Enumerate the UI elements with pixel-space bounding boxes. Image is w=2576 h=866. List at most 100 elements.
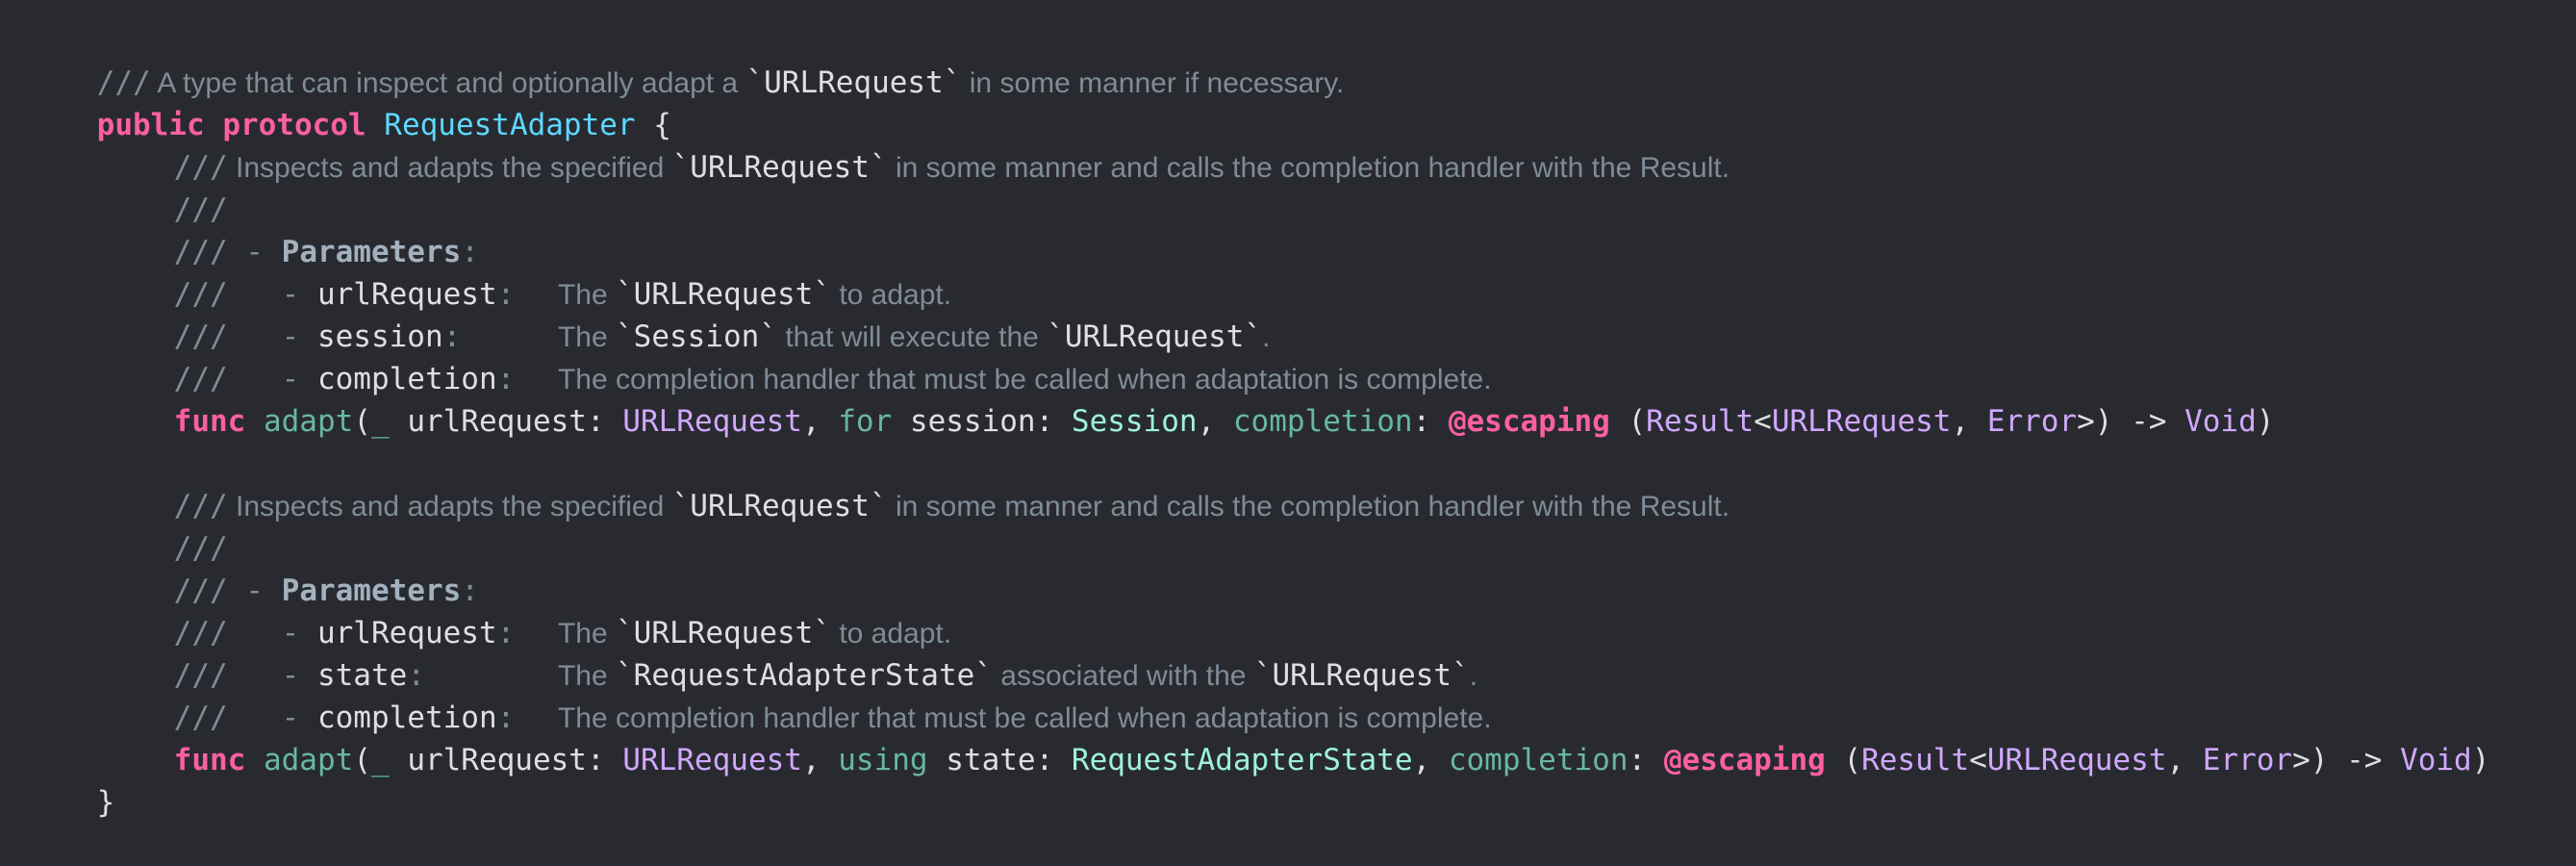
doc-inline-code: `URLRequest` [1047, 319, 1263, 354]
code-line-13[interactable]: /// - Parameters: [25, 527, 2576, 608]
doc-comment-marker: /// [173, 700, 228, 735]
doc-comment-text: The [557, 660, 617, 692]
code-line-12[interactable]: /// [25, 485, 2576, 566]
doc-list-dash: - [245, 277, 317, 312]
doc-comment-marker: /// [173, 235, 228, 269]
doc-comment-text: in some manner if necessary. [961, 67, 1345, 99]
doc-comment-marker: /// [173, 150, 228, 185]
argument-label: completion [1448, 743, 1629, 777]
function-name: adapt [263, 404, 354, 439]
code-line-7[interactable]: /// - session: The `Session` that will ex… [25, 273, 2576, 354]
code-line-4[interactable]: /// [25, 146, 2576, 227]
doc-inline-code: `URLRequest` [671, 489, 888, 523]
doc-colon: : [461, 235, 479, 269]
doc-comment-text: that will execute the [777, 321, 1048, 353]
keyword-public: public [96, 108, 205, 142]
keyword-func: func [173, 743, 246, 777]
doc-comment-text: A type that can inspect and optionally a… [157, 67, 746, 99]
doc-inline-code: `URLRequest` [616, 616, 831, 650]
doc-comment-text: The completion handler that must be call… [557, 702, 1492, 734]
protocol-name: RequestAdapter [384, 108, 636, 142]
doc-list-dash: - [245, 700, 317, 735]
code-line-6[interactable]: /// - urlRequest: The `URLRequest` to ada… [25, 231, 2576, 312]
doc-comment-marker: /// [173, 362, 228, 396]
doc-inline-code: `URLRequest` [616, 277, 831, 312]
type-reference: URLRequest [1986, 743, 2167, 777]
doc-comment-text: to adapt. [830, 618, 952, 650]
doc-colon: : [461, 573, 479, 608]
doc-inline-code: `Session` [616, 319, 777, 354]
doc-comment-text: Inspects and adapts the specified [236, 491, 672, 522]
type-reference: Session [1071, 404, 1198, 439]
code-line-1[interactable]: /// A type that can inspect and optional… [25, 19, 2576, 100]
doc-comment-marker: /// [173, 616, 228, 650]
doc-list-dash: - [245, 658, 317, 693]
keyword-func: func [173, 404, 246, 439]
close-brace: } [96, 785, 115, 820]
argument-label: using [838, 743, 928, 777]
doc-comment-marker: /// [96, 65, 151, 100]
doc-comment-marker: /// [173, 319, 228, 354]
code-line-11[interactable]: /// Inspects and adapts the specified `U… [25, 443, 2576, 523]
doc-inline-code: `URLRequest` [1253, 658, 1470, 693]
doc-comment-text: . [1262, 321, 1271, 353]
doc-inline-code: `URLRequest` [671, 150, 888, 185]
code-line-8[interactable]: /// - completion:The completion handler … [25, 316, 2576, 396]
code-line-9[interactable]: func adapt(_ urlRequest: URLRequest, for… [173, 404, 2275, 439]
type-reference: URLRequest [1771, 404, 1952, 439]
argument-label: for [838, 404, 893, 439]
doc-comment-text: Inspects and adapts the specified [236, 152, 672, 184]
doc-list-dash: - [245, 362, 317, 396]
type-reference: URLRequest [622, 743, 802, 777]
open-brace: { [653, 108, 671, 142]
code-line-17[interactable]: func adapt(_ urlRequest: URLRequest, usi… [173, 743, 2490, 777]
doc-comment-text: in some manner and calls the completion … [887, 491, 1730, 522]
keyword-protocol: protocol [222, 108, 366, 142]
doc-param-name: completion: [316, 362, 516, 396]
type-reference: Void [2185, 404, 2257, 439]
type-reference: Error [1986, 404, 2078, 439]
doc-list-dash: - [245, 319, 317, 354]
doc-inline-code: `RequestAdapterState` [616, 658, 993, 693]
doc-comment-marker: /// [173, 277, 228, 312]
doc-comment-text: to adapt. [830, 279, 952, 311]
function-name: adapt [263, 743, 354, 777]
attribute-escaping: @escaping [1663, 743, 1826, 777]
type-reference: Void [2400, 743, 2472, 777]
doc-comment-marker: /// [173, 658, 228, 693]
doc-param-name: urlRequest: [316, 616, 516, 650]
doc-comment-text: associated with the [992, 660, 1254, 692]
code-line-5[interactable]: /// - Parameters: [25, 189, 2576, 269]
doc-param-name: session: [316, 319, 462, 354]
attribute-escaping: @escaping [1448, 404, 1610, 439]
doc-inline-code: `URLRequest` [745, 65, 962, 100]
doc-comment-marker: /// [173, 531, 228, 566]
doc-comment-text: The [557, 321, 617, 353]
code-line-2[interactable]: public protocol RequestAdapter { [25, 62, 2576, 142]
doc-list-dash: - [245, 235, 282, 269]
doc-comment-text: The [557, 279, 617, 311]
doc-comment-text: in some manner and calls the completion … [887, 152, 1730, 184]
code-line-14[interactable]: /// - urlRequest: The `URLRequest` to ada… [25, 570, 2576, 650]
doc-list-dash: - [245, 573, 282, 608]
code-line-15[interactable]: /// - state: The `RequestAdapterState` as… [25, 612, 2576, 693]
doc-comment-text: The [557, 618, 617, 650]
type-reference: Error [2202, 743, 2293, 777]
code-editor[interactable]: /// A type that can inspect and optional… [0, 0, 2576, 820]
doc-comment-marker: /// [173, 573, 228, 608]
code-line-3[interactable]: /// Inspects and adapts the specified `U… [25, 104, 2576, 185]
type-reference: URLRequest [622, 404, 802, 439]
doc-param-name: completion: [316, 700, 516, 735]
doc-comment-text: . [1469, 660, 1478, 692]
doc-param-name: state: [316, 658, 425, 693]
argument-label: completion [1232, 404, 1413, 439]
type-reference: RequestAdapterState [1071, 743, 1413, 777]
code-line-16[interactable]: /// - completion: The completion handler … [25, 654, 2576, 735]
doc-parameters-label: Parameters [281, 235, 462, 269]
doc-param-name: urlRequest: [316, 277, 516, 312]
type-reference: Result [1646, 404, 1755, 439]
type-reference: Result [1861, 743, 1970, 777]
doc-comment-marker: /// [173, 489, 228, 523]
doc-comment-marker: /// [173, 192, 228, 227]
doc-list-dash: - [245, 616, 317, 650]
